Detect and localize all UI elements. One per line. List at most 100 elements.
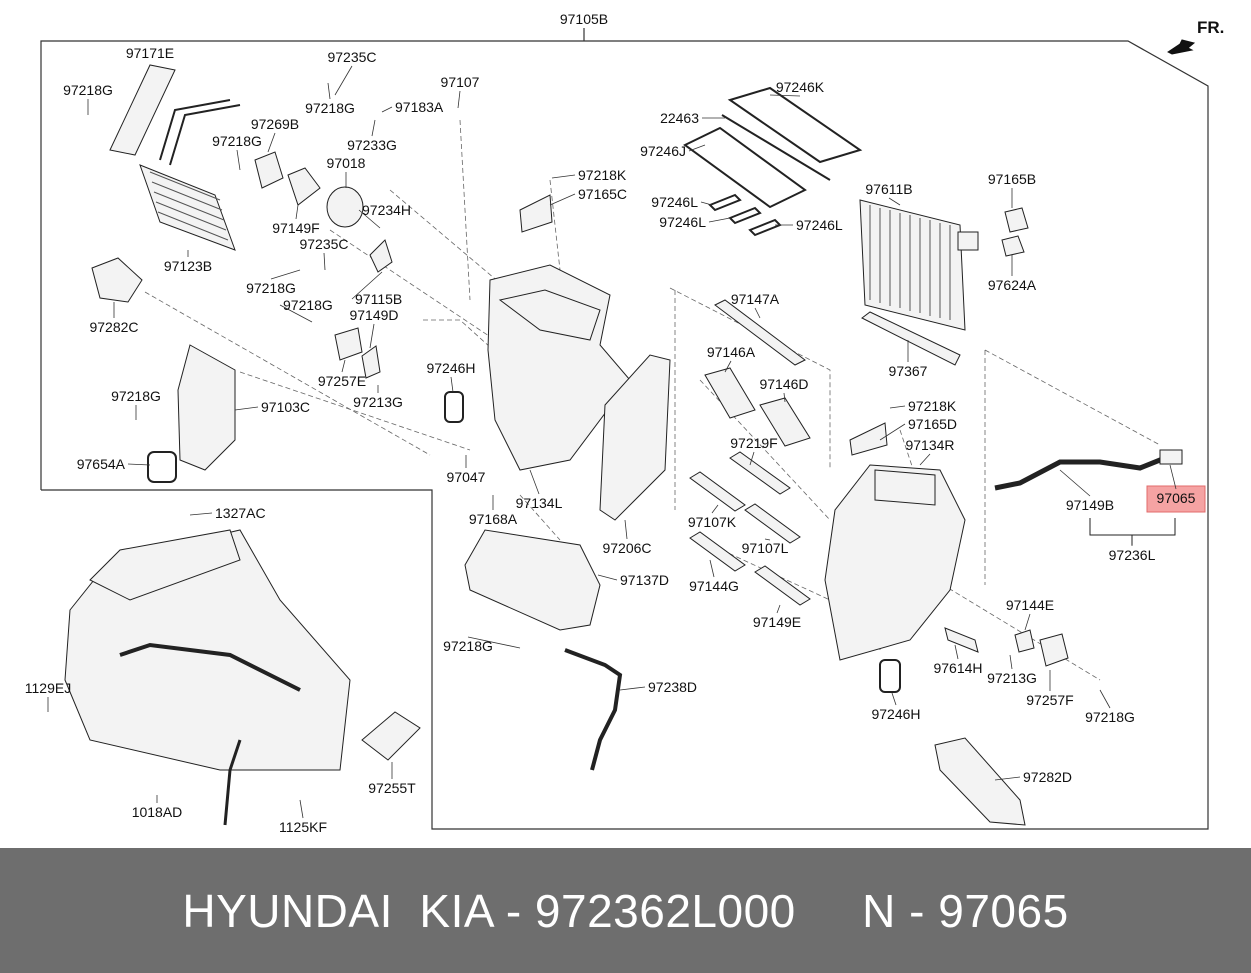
door-97146D [759,397,811,447]
part-label: 97107K [688,514,737,530]
part-label: 97146D [759,376,808,392]
leader-line [1024,613,1031,631]
part-label: 1129EJ [25,680,71,696]
part-label: 97149B [1066,497,1114,513]
part-label: 97218G [443,638,493,654]
seal-97246H-top [444,391,464,423]
part-label: 1327AC [215,505,266,521]
part-label: 97235C [327,49,376,65]
part-label: 97246L [651,194,698,210]
leader-line [529,469,540,495]
part-label: 97218G [305,100,355,116]
part-label: 97218G [246,280,296,296]
part-label: 97149D [349,307,398,323]
leader-line [708,217,731,223]
bracket-97165C [519,194,553,233]
door-97147A [714,299,806,366]
leader-line [323,252,326,271]
part-label: 97233G [347,137,397,153]
part-label: 97146A [707,344,756,360]
part-label: 97218G [63,82,113,98]
door-97219F [729,451,791,495]
leader-line [709,559,715,578]
leader-line [551,174,576,179]
part-label: 97246K [776,79,825,95]
leader-line [450,376,454,393]
actuator-97257E [334,327,363,361]
diagram-frame [40,28,1209,830]
left-housing [487,264,631,471]
hose-assembly [994,455,1166,491]
part-label: 97218G [283,297,333,313]
door-97144E [754,565,811,606]
clip-97149D [361,345,381,379]
leader-line [749,451,755,466]
cabin-filters [683,86,863,237]
leader-line [754,307,761,319]
leader-line [371,119,376,137]
parts-diagram: 97105B 97171E 97218G 97235C 97107 97218G 97183… [25,11,1225,835]
part-label: 97134R [905,437,954,453]
part-label: 97047 [447,469,486,485]
center-case [599,354,671,521]
actuator-97269B [254,151,284,189]
leader-line [879,423,906,441]
direction-label: FR. [1197,18,1224,37]
control-module [361,711,421,761]
part-label: 97246J [640,143,686,159]
clip-97624A [1001,235,1025,257]
part-label: 97219F [730,435,777,451]
direction-arrow [1167,39,1196,55]
leader-line [1099,689,1111,709]
motor-97018 [326,186,364,228]
leader-line [189,512,213,516]
part-label: 97183A [395,99,444,115]
leader-line [351,271,383,300]
leader-line [769,94,801,97]
leader-line [299,799,304,819]
leader-line [1059,469,1091,497]
part-label: 97367 [889,363,928,379]
part-label: 97213G [353,394,403,410]
leader-line [369,323,375,349]
leader-line [783,392,786,403]
leader-line [919,453,931,466]
part-label: 22463 [660,110,699,126]
drain-hose [564,648,623,771]
lower-case [464,529,601,631]
part-labels: 97105B 97171E 97218G 97235C 97107 97218G 97183… [25,11,1196,835]
leader-line [270,269,301,280]
part-label: 97218K [908,398,957,414]
leader-line [1169,464,1177,490]
actuator-97257F [1039,633,1069,667]
leader-line [267,132,276,153]
part-label: 97218G [212,133,262,149]
part-label: 97107 [441,74,480,90]
part-drawings [64,39,1196,826]
hose-connector [1159,449,1183,465]
part-label: 97246L [796,217,843,233]
part-label: 97171E [126,45,174,61]
leader-line [381,106,393,113]
evaporator [859,199,979,331]
leader-line [764,538,771,541]
leader-line [549,193,576,206]
leader-line [341,359,346,373]
part-label: 97255T [368,780,416,796]
leader-line [711,504,719,514]
gasket-97654A [147,451,177,483]
part-label: 97137D [620,572,669,588]
leader-line [295,204,299,220]
highlight-box [1146,485,1206,513]
part-label: 97105B [560,11,608,27]
part-label: 97134L [516,495,563,511]
part-number-text: HYUNDAI KIA - 972362L000 N - 97065 [182,884,1069,937]
part-label: 97103C [261,399,310,415]
part-label: 97234H [362,202,411,218]
part-label: 97218G [111,388,161,404]
leader-line [358,209,381,229]
leader-line [724,360,732,373]
part-label: 97235C [299,236,348,252]
part-label: 97246H [426,360,475,376]
part-label: 97213G [987,670,1037,686]
